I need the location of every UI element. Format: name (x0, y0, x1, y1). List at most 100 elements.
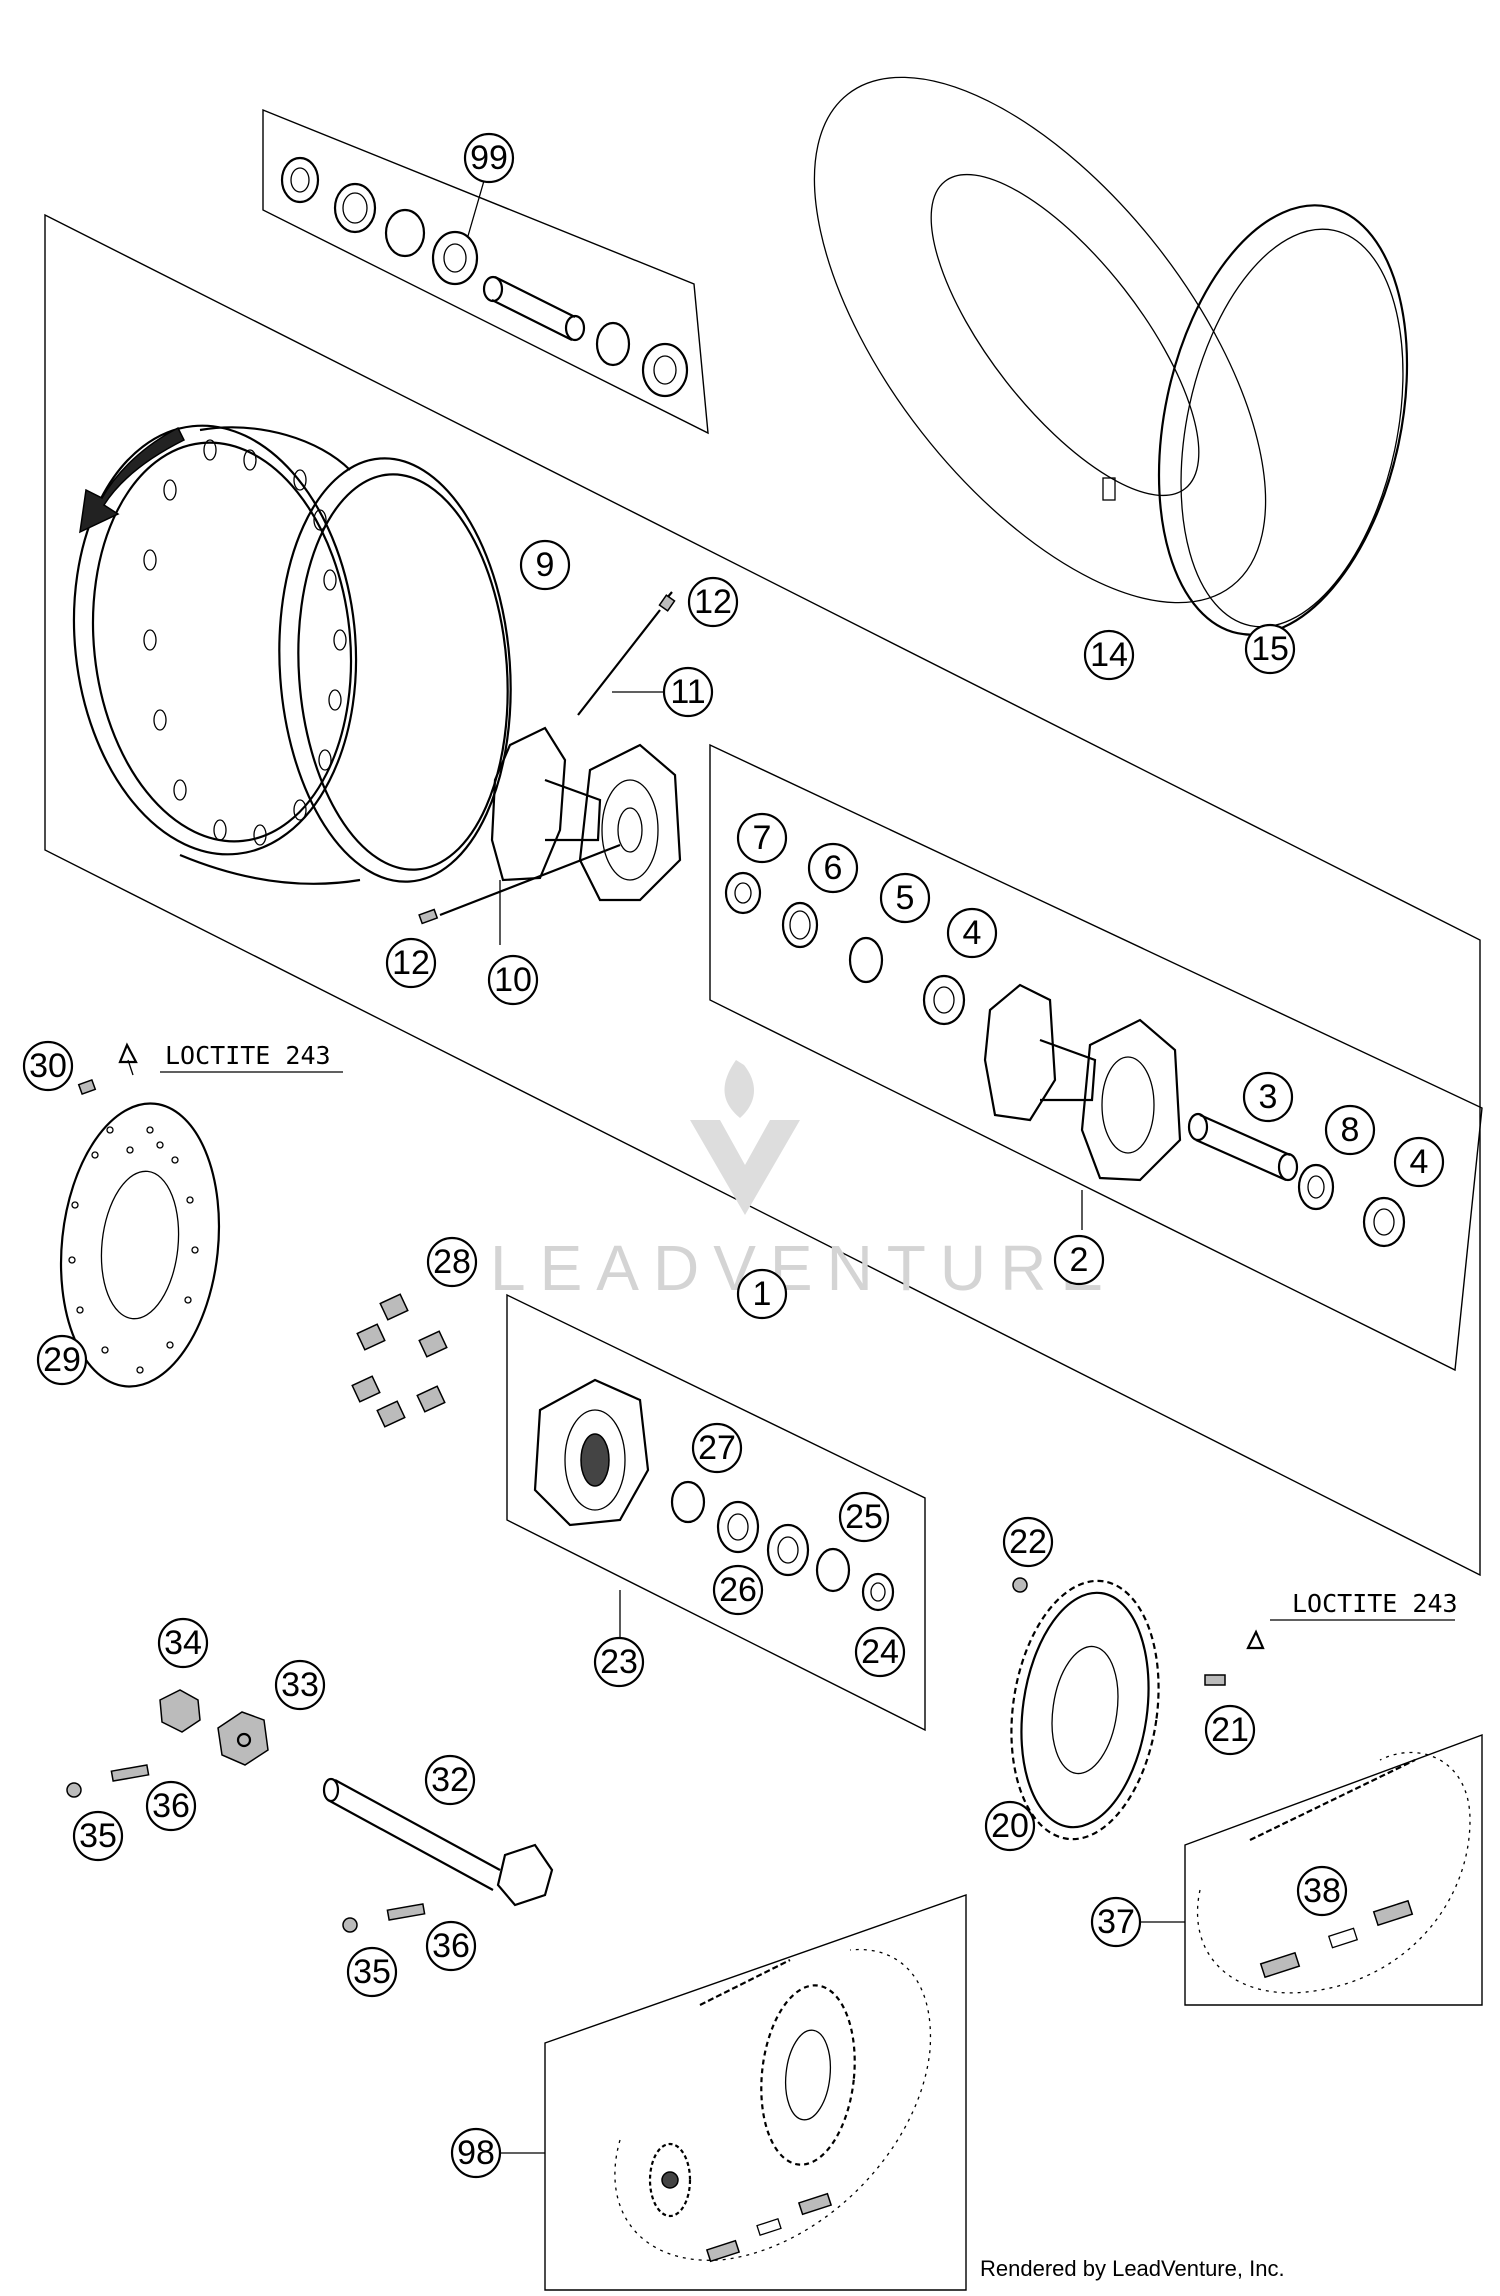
callout-6[interactable]: 6 (807, 842, 859, 894)
adjuster-nuts-35 (66, 1782, 358, 1933)
rim-tape-15 (1157, 204, 1409, 636)
axle-nut-34 (159, 1689, 201, 1733)
callout-14[interactable]: 14 (1083, 629, 1135, 681)
brake-disc-29 (59, 1102, 221, 1388)
callout-1[interactable]: 1 (736, 1268, 788, 1320)
svg-text:25: 25 (845, 1498, 883, 1536)
svg-text:12: 12 (694, 583, 732, 621)
svg-text:26: 26 (719, 1571, 757, 1609)
svg-text:33: 33 (281, 1666, 319, 1704)
rim-9 (72, 424, 512, 885)
group-box-wheel-1 (44, 213, 1481, 1577)
callout-35-left[interactable]: 35 (72, 1810, 124, 1862)
loctite-note-right: LOCTITE 243 (1292, 1589, 1458, 1618)
sprocket-nut-22 (1012, 1577, 1028, 1593)
callout-27[interactable]: 27 (691, 1422, 743, 1474)
svg-text:20: 20 (991, 1807, 1029, 1845)
callout-98[interactable]: 98 (450, 2127, 502, 2179)
svg-text:36: 36 (152, 1787, 190, 1825)
callout-12-bottom[interactable]: 12 (385, 937, 437, 989)
callout-2[interactable]: 2 (1053, 1234, 1105, 1286)
svg-text:5: 5 (896, 879, 915, 917)
svg-text:23: 23 (600, 1643, 638, 1681)
svg-text:2: 2 (1070, 1241, 1089, 1279)
svg-text:27: 27 (698, 1429, 736, 1467)
svg-text:35: 35 (79, 1817, 117, 1855)
callout-4-left[interactable]: 4 (946, 907, 998, 959)
group-box-99 (262, 108, 709, 435)
callout-4-right[interactable]: 4 (1393, 1136, 1445, 1188)
callout-21[interactable]: 21 (1204, 1704, 1256, 1756)
rotation-arrow-icon (79, 426, 186, 534)
adjuster-screws-36 (110, 1764, 426, 1921)
chain-kit-98 (614, 1948, 932, 2263)
svg-text:11: 11 (670, 673, 705, 711)
svg-text:35: 35 (353, 1953, 391, 1991)
callout-35-right[interactable]: 35 (346, 1946, 398, 1998)
callout-20[interactable]: 20 (984, 1800, 1036, 1852)
hub-assembly-2-parts (724, 871, 1406, 1248)
callout-11[interactable]: 11 (662, 666, 714, 718)
svg-text:12: 12 (392, 944, 430, 982)
svg-text:37: 37 (1097, 1903, 1135, 1941)
callout-36-right[interactable]: 36 (425, 1920, 477, 1972)
tire-tube-14 (813, 76, 1267, 604)
wheel-hub (490, 726, 682, 902)
svg-text:28: 28 (433, 1243, 471, 1281)
svg-text:3: 3 (1259, 1078, 1278, 1116)
callout-26[interactable]: 26 (712, 1564, 764, 1616)
axle-32 (322, 1777, 554, 1907)
svg-text:21: 21 (1211, 1711, 1249, 1749)
callout-8[interactable]: 8 (1324, 1104, 1376, 1156)
callout-15[interactable]: 15 (1244, 623, 1296, 675)
callout-33[interactable]: 33 (274, 1659, 326, 1711)
svg-text:4: 4 (1410, 1143, 1429, 1181)
leadventure-watermark: LEADVENTURE (490, 1060, 1117, 1304)
callout-32[interactable]: 32 (424, 1754, 476, 1806)
callout-38[interactable]: 38 (1296, 1865, 1348, 1917)
callout-5[interactable]: 5 (879, 872, 931, 924)
callout-10[interactable]: 10 (487, 954, 539, 1006)
svg-text:15: 15 (1251, 630, 1289, 668)
callout-34[interactable]: 34 (157, 1617, 209, 1669)
callout-12-top[interactable]: 12 (687, 576, 739, 628)
svg-text:7: 7 (753, 819, 772, 857)
callout-9[interactable]: 9 (519, 539, 571, 591)
sprocket-carrier-23-parts (533, 1378, 895, 1640)
disc-screw-30 (77, 1042, 343, 1096)
svg-text:4: 4 (963, 914, 982, 952)
callout-36-left[interactable]: 36 (145, 1780, 197, 1832)
callout-99[interactable]: 99 (463, 132, 515, 184)
watermark-text: LEADVENTURE (490, 1232, 1117, 1304)
rubber-dampers-28 (351, 1293, 448, 1428)
callout-24[interactable]: 24 (854, 1626, 906, 1678)
chain-adjuster-33 (217, 1711, 269, 1766)
svg-text:29: 29 (43, 1341, 81, 1379)
svg-text:34: 34 (164, 1624, 202, 1662)
callout-30[interactable]: 30 (22, 1040, 74, 1092)
rear-sprocket-20 (1010, 1579, 1160, 1841)
svg-text:30: 30 (29, 1047, 67, 1085)
group-box-hub-2 (709, 743, 1483, 1372)
callout-37[interactable]: 37 (1090, 1896, 1142, 1948)
group-box-chain-37 (1184, 1733, 1483, 2006)
svg-text:9: 9 (536, 546, 555, 584)
svg-text:10: 10 (494, 961, 532, 999)
callout-3[interactable]: 3 (1242, 1071, 1294, 1123)
svg-text:32: 32 (431, 1761, 469, 1799)
callout-25[interactable]: 25 (838, 1491, 890, 1543)
callout-leaders (500, 1921, 1185, 2154)
callout-23[interactable]: 23 (593, 1636, 645, 1688)
svg-text:24: 24 (861, 1633, 899, 1671)
callout-7[interactable]: 7 (736, 812, 788, 864)
callout-22[interactable]: 22 (1002, 1516, 1054, 1568)
svg-text:8: 8 (1341, 1111, 1360, 1149)
svg-text:38: 38 (1303, 1872, 1341, 1910)
svg-text:36: 36 (432, 1927, 470, 1965)
callout-29[interactable]: 29 (36, 1334, 88, 1386)
callout-28[interactable]: 28 (426, 1236, 478, 1288)
svg-text:22: 22 (1009, 1523, 1047, 1561)
svg-text:6: 6 (824, 849, 843, 887)
loctite-note-left: LOCTITE 243 (165, 1041, 331, 1070)
